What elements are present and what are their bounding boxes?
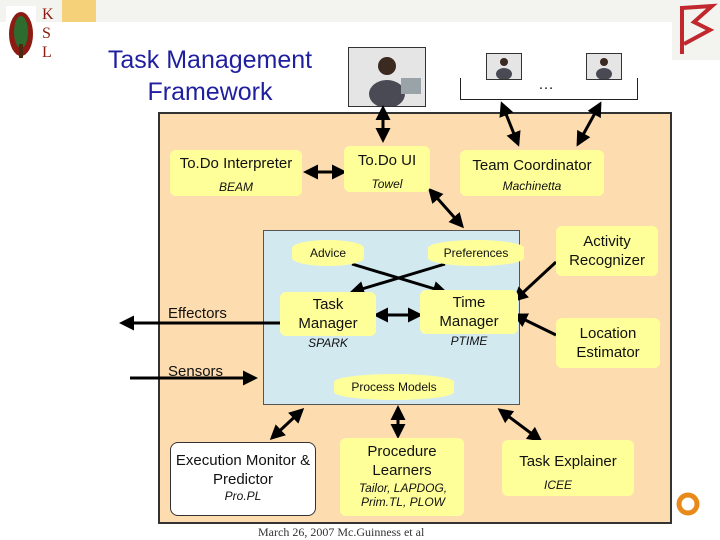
advice-label: Advice [309, 245, 347, 260]
arrow-team-coordinator-1 [499, 101, 521, 147]
task-manager-label: Task Manager [298, 296, 358, 332]
decorative-o-icon [676, 490, 704, 518]
logo-letter-s: S [42, 25, 51, 42]
execution-monitor-label: Execution Monitor & Predictor [175, 452, 311, 488]
logo-letter-k: K [42, 6, 54, 23]
user-photo [348, 47, 426, 108]
arrow-preferences-task [349, 262, 446, 296]
page-title: Task Management Framework [70, 44, 350, 108]
time-manager-label: Time Manager [439, 294, 499, 330]
team-coordinator-node: Team Coordinator [460, 150, 604, 196]
task-explainer-node: Task Explainer [502, 440, 634, 496]
arrow-team-coordinator-2 [576, 101, 602, 147]
top-bar-accent [62, 0, 96, 22]
team-member-photo-1 [486, 53, 522, 80]
title-line-1: Task Management [107, 46, 313, 74]
procedure-learners-label: Procedure Learners [367, 443, 437, 479]
ring-icon [676, 492, 700, 516]
location-estimator-node: Location Estimator [556, 318, 660, 368]
team-member-photo-2 [586, 53, 622, 80]
team-ellipsis: … [538, 76, 554, 93]
location-estimator-label: Location Estimator [576, 325, 640, 361]
todo-interpreter-sub: BEAM [218, 180, 253, 194]
team-bracket [460, 78, 638, 100]
team-coordinator-label: Team Coordinator [472, 157, 592, 174]
title-line-2: Framework [147, 78, 273, 106]
top-bar [0, 0, 720, 22]
arrow-ui-preferences [428, 187, 464, 229]
activity-recognizer-label: Activity Recognizer [569, 233, 645, 269]
advice-store: Advice [292, 240, 364, 266]
sensors-label: Sensors [168, 363, 224, 380]
corner-logo [672, 0, 720, 60]
execution-monitor-node: Execution Monitor & Predictor [170, 442, 316, 516]
todo-ui-label: To.Do UI [357, 152, 417, 169]
team-coordinator-sub: Machinetta [502, 179, 562, 193]
todo-ui-sub: Towel [371, 177, 403, 191]
todo-interpreter-label: To.Do Interpreter [179, 155, 293, 172]
person-icon [349, 48, 425, 108]
activity-recognizer-node: Activity Recognizer [556, 226, 658, 276]
person-icon [587, 54, 621, 80]
task-explainer-label: Task Explainer [519, 453, 617, 470]
flag-icon [672, 0, 720, 60]
procedure-learners-sub: Tailor, LAPDOG, Prim.TL, PLOW [358, 481, 448, 509]
procedure-learners-node: Procedure Learners [340, 438, 464, 516]
arrow-core-explainer [497, 408, 543, 442]
time-manager-node: Time Manager [420, 290, 518, 334]
arrow-time-activity [512, 260, 558, 303]
arrow-core-monitor [269, 407, 305, 441]
preferences-store: Preferences [428, 240, 524, 266]
preferences-label: Preferences [443, 245, 509, 260]
tree-icon [6, 6, 36, 62]
logo-letter-l: L [42, 44, 52, 61]
execution-monitor-sub: Pro.PL [224, 489, 262, 503]
ksl-logo: K S L [4, 4, 64, 64]
effectors-label: Effectors [168, 305, 227, 322]
time-manager-sub: PTIME [450, 334, 488, 348]
person-icon [487, 54, 521, 80]
task-manager-sub: SPARK [308, 336, 348, 350]
todo-interpreter-node: To.Do Interpreter [170, 150, 302, 196]
task-explainer-sub: ICEE [543, 478, 572, 492]
process-models-store: Process Models [334, 374, 454, 400]
process-models-label: Process Models [351, 379, 437, 394]
todo-ui-node: To.Do UI [344, 146, 430, 192]
footer-citation: March 26, 2007 Mc.Guinness et al [258, 525, 425, 539]
arrow-time-location [512, 313, 557, 337]
task-manager-node: Task Manager [280, 292, 376, 336]
